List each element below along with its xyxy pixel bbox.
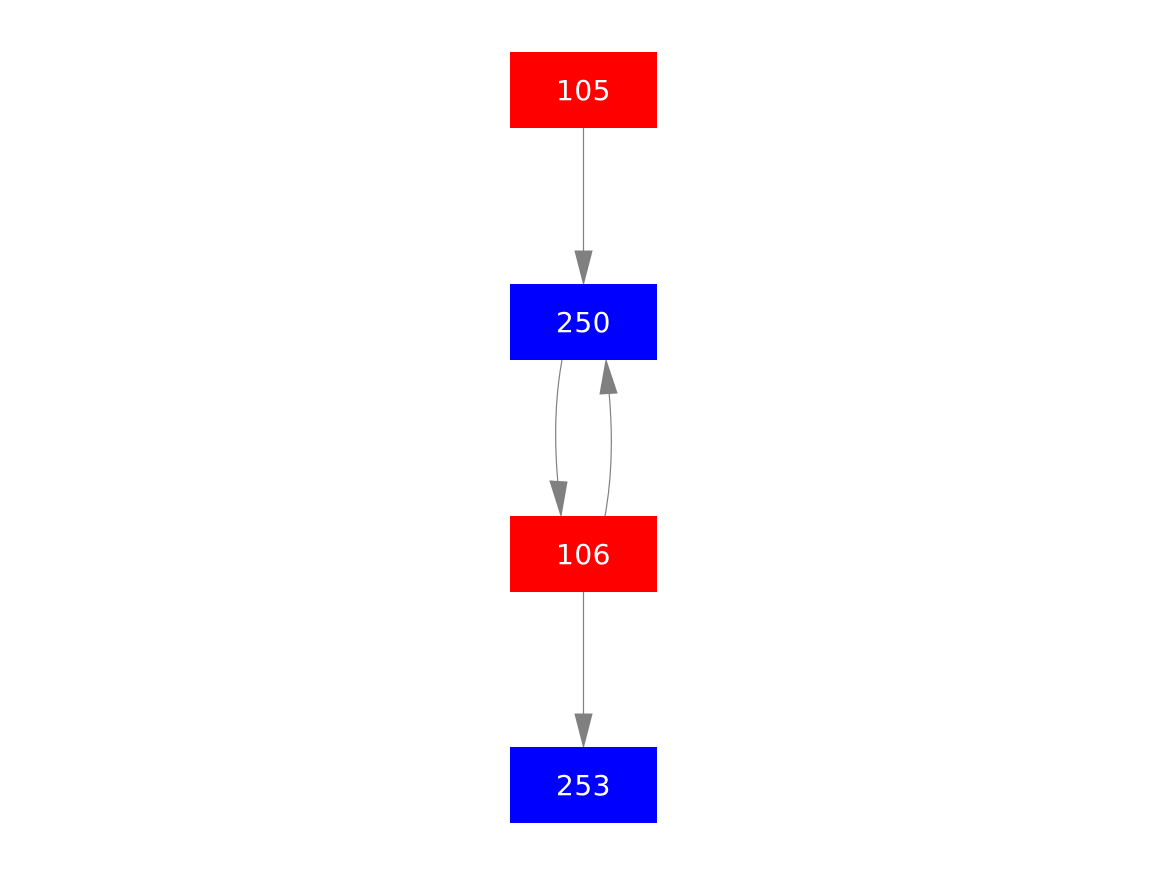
node-label: 106 <box>556 537 611 571</box>
edge-106-to-253 <box>574 591 593 748</box>
node-label: 105 <box>556 73 611 107</box>
node-106: 106 <box>510 516 657 592</box>
arrowhead-icon <box>574 250 593 285</box>
node-label: 253 <box>556 768 611 802</box>
node-label: 250 <box>556 305 611 339</box>
arrowhead-icon <box>574 713 593 748</box>
node-105: 105 <box>510 52 657 128</box>
node-250: 250 <box>510 284 657 360</box>
edge-106-to-250 <box>599 359 618 517</box>
arrowhead-icon <box>599 359 618 395</box>
edge-105-to-250 <box>574 128 593 285</box>
edge-250-to-106 <box>549 359 568 517</box>
arrowhead-icon <box>549 480 568 517</box>
node-253: 253 <box>510 747 657 823</box>
